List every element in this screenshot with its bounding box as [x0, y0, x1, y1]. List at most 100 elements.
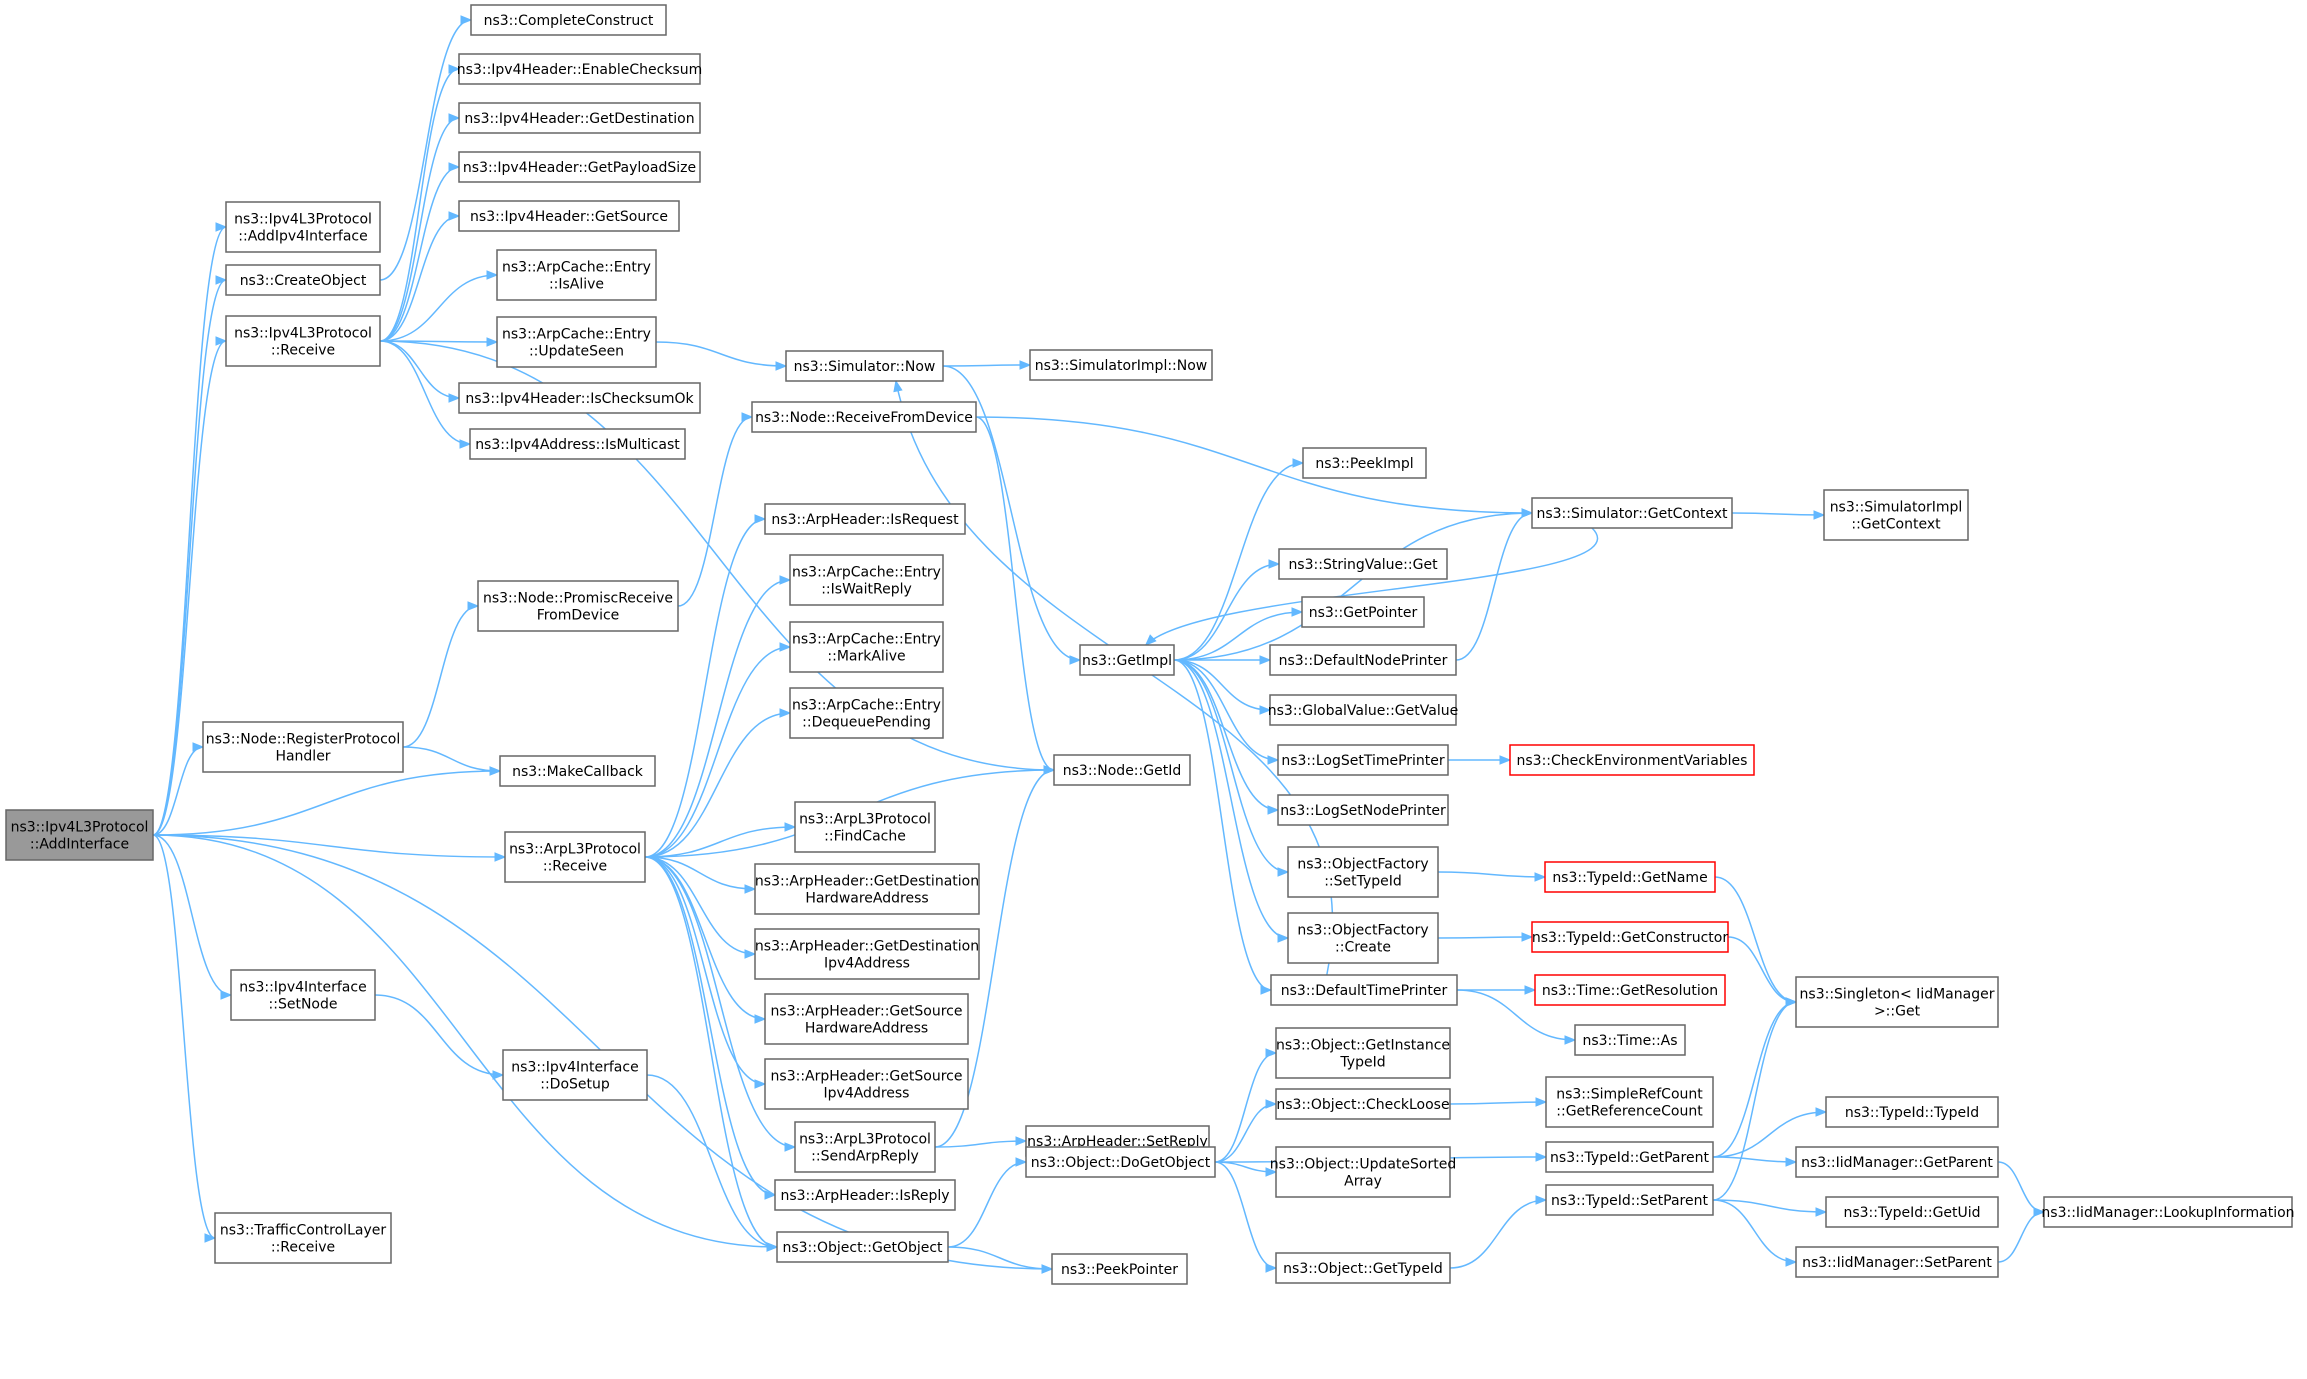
node-check-env-vars[interactable]: ns3::CheckEnvironmentVariables: [1509, 744, 1755, 776]
node-do-setup[interactable]: ns3::Ipv4Interface::DoSetup: [502, 1049, 648, 1101]
node-type-id-type-id[interactable]: ns3::TypeId::TypeId: [1825, 1096, 1999, 1128]
node-mark-alive[interactable]: ns3::ArpCache::Entry::MarkAlive: [789, 621, 944, 673]
edge-line: [1727, 936, 1797, 1003]
node-is-multicast[interactable]: ns3::Ipv4Address::IsMulticast: [469, 428, 686, 460]
node-tclreceive[interactable]: ns3::TrafficControlLayer::Receive: [214, 1212, 392, 1264]
edge-line: [152, 746, 204, 836]
node-label: ::Receive: [543, 859, 607, 875]
node-dequeue-pending[interactable]: ns3::ArpCache::Entry::DequeuePending: [789, 687, 944, 739]
node-ofset-type-id[interactable]: ns3::ObjectFactory::SetTypeId: [1287, 846, 1439, 898]
node-create-object[interactable]: ns3::CreateObject: [225, 264, 381, 296]
node-get-id[interactable]: ns3::Node::GetId: [1053, 754, 1191, 786]
node-box: [458, 200, 680, 232]
edge-line: [1712, 1199, 1827, 1213]
call-edge-DoGetObject-GetInstanceTypeId: [1214, 1048, 1278, 1163]
node-type-id-get-name[interactable]: ns3::TypeId::GetName: [1544, 861, 1716, 893]
edge-arrowhead: [779, 575, 792, 585]
node-get-dest-hw[interactable]: ns3::ArpHeader::GetDestinationHardwareAd…: [754, 863, 980, 915]
node-get-resolution[interactable]: ns3::Time::GetResolution: [1534, 974, 1726, 1006]
node-label: ns3::SimulatorImpl::Now: [1035, 358, 1208, 374]
node-set-node[interactable]: ns3::Ipv4Interface::SetNode: [230, 969, 376, 1021]
node-singleton-get[interactable]: ns3::Singleton< IidManager>::Get: [1795, 976, 1999, 1028]
node-is-alive[interactable]: ns3::ArpCache::Entry::IsAlive: [496, 249, 657, 301]
node-get-payload-size[interactable]: ns3::Ipv4Header::GetPayloadSize: [458, 151, 701, 183]
node-is-wait-reply[interactable]: ns3::ArpCache::Entry::IsWaitReply: [789, 554, 944, 606]
node-iid-set-parent[interactable]: ns3::IidManager::SetParent: [1795, 1246, 1999, 1278]
node-default-node-printer[interactable]: ns3::DefaultNodePrinter: [1269, 644, 1457, 676]
edge-arrowhead: [1069, 655, 1082, 665]
edge-arrowhead: [1265, 1263, 1278, 1273]
node-get-pointer[interactable]: ns3::GetPointer: [1301, 596, 1425, 628]
edge-arrowhead: [744, 949, 757, 959]
node-default-time-printer[interactable]: ns3::DefaultTimePrinter: [1270, 974, 1458, 1006]
node-iid-get-parent[interactable]: ns3::IidManager::GetParent: [1795, 1146, 1999, 1178]
node-add-ipv4-interface[interactable]: ns3::Ipv4L3Protocol::AddIpv4Interface: [225, 201, 381, 253]
node-send-arp-reply[interactable]: ns3::ArpL3Protocol::SendArpReply: [794, 1121, 936, 1173]
node-string-value-get[interactable]: ns3::StringValue::Get: [1278, 548, 1448, 580]
edge-arrowhead: [893, 379, 903, 393]
node-find-cache[interactable]: ns3::ArpL3Protocol::FindCache: [794, 801, 936, 853]
node-log-set-node-printer[interactable]: ns3::LogSetNodePrinter: [1277, 794, 1449, 826]
edge-line: [677, 416, 753, 607]
node-type-id-get-parent[interactable]: ns3::TypeId::GetParent: [1545, 1141, 1714, 1173]
node-label: FromDevice: [537, 608, 620, 624]
node-get-constructor[interactable]: ns3::TypeId::GetConstructor: [1531, 921, 1729, 953]
node-do-get-object[interactable]: ns3::Object::DoGetObject: [1025, 1146, 1216, 1178]
node-type-id-get-uid[interactable]: ns3::TypeId::GetUid: [1825, 1196, 1999, 1228]
node-get-ref-count[interactable]: ns3::SimpleRefCount::GetReferenceCount: [1545, 1076, 1714, 1128]
node-get-dest-ipv4[interactable]: ns3::ArpHeader::GetDestinationIpv4Addres…: [754, 928, 980, 980]
node-get-object[interactable]: ns3::Object::GetObject: [776, 1231, 949, 1263]
call-edge-LogSetTimePrinter-CheckEnvVars: [1447, 755, 1512, 765]
call-nodes: ns3::Ipv4L3Protocol::AddInterfacens3::Ip…: [5, 4, 2295, 1285]
node-box: [1509, 744, 1755, 776]
node-is-request[interactable]: ns3::ArpHeader::IsRequest: [764, 503, 966, 535]
node-label: ns3::StringValue::Get: [1288, 557, 1438, 573]
node-sim-impl-get-context[interactable]: ns3::SimulatorImpl::GetContext: [1823, 489, 1969, 541]
call-edge-GetImpl-DefaultTimePrinter: [1173, 659, 1273, 995]
node-sim-now[interactable]: ns3::Simulator::Now: [785, 350, 944, 382]
node-label: ns3::PeekImpl: [1315, 456, 1413, 472]
node-box: [1277, 794, 1449, 826]
node-complete-construct[interactable]: ns3::CompleteConstruct: [470, 4, 667, 36]
node-lookup-information[interactable]: ns3::IidManager::LookupInformation: [2041, 1196, 2295, 1228]
node-global-get-value[interactable]: ns3::GlobalValue::GetValue: [1268, 694, 1458, 726]
node-arp-receive[interactable]: ns3::ArpL3Protocol::Receive: [504, 831, 646, 883]
call-edge-SimNow-SimImplNow: [942, 360, 1032, 370]
node-get-destination[interactable]: ns3::Ipv4Header::GetDestination: [458, 102, 701, 134]
node-peek-impl[interactable]: ns3::PeekImpl: [1302, 447, 1427, 479]
node-box: [214, 1212, 392, 1264]
node-label: ns3::LogSetNodePrinter: [1280, 803, 1446, 819]
node-label: ns3::DefaultNodePrinter: [1279, 653, 1448, 669]
node-enable-checksum[interactable]: ns3::Ipv4Header::EnableChecksum: [457, 53, 702, 85]
edge-line: [644, 856, 776, 1196]
node-sim-impl-now[interactable]: ns3::SimulatorImpl::Now: [1029, 349, 1213, 381]
node-label: ns3::TypeId::GetName: [1552, 870, 1707, 886]
node-type-id-set-parent[interactable]: ns3::TypeId::SetParent: [1545, 1184, 1714, 1216]
node-is-checksum-ok[interactable]: ns3::Ipv4Header::IsChecksumOk: [458, 382, 701, 414]
node-get-impl[interactable]: ns3::GetImpl: [1079, 644, 1175, 676]
node-check-loose[interactable]: ns3::Object::CheckLoose: [1275, 1088, 1451, 1120]
node-is-reply[interactable]: ns3::ArpHeader::IsReply: [774, 1179, 956, 1211]
node-add-interface[interactable]: ns3::Ipv4L3Protocol::AddInterface: [5, 809, 154, 861]
node-receive-from-device[interactable]: ns3::Node::ReceiveFromDevice: [751, 401, 977, 433]
node-get-source[interactable]: ns3::Ipv4Header::GetSource: [458, 200, 680, 232]
node-box: [496, 249, 657, 301]
node-label: ns3::Ipv4Header::GetDestination: [464, 111, 694, 127]
node-peek-pointer[interactable]: ns3::PeekPointer: [1051, 1253, 1188, 1285]
node-update-seen[interactable]: ns3::ArpCache::Entry::UpdateSeen: [496, 316, 657, 368]
node-make-callback[interactable]: ns3::MakeCallback: [499, 755, 656, 787]
node-box: [496, 316, 657, 368]
node-log-set-time-printer[interactable]: ns3::LogSetTimePrinter: [1277, 744, 1449, 776]
node-time-as[interactable]: ns3::Time::As: [1574, 1024, 1686, 1056]
node-ofcreate[interactable]: ns3::ObjectFactory::Create: [1287, 912, 1439, 964]
node-sim-get-context[interactable]: ns3::Simulator::GetContext: [1531, 497, 1733, 529]
node-ipv4-receive[interactable]: ns3::Ipv4L3Protocol::Receive: [225, 315, 381, 367]
node-box: [794, 1121, 936, 1173]
node-obj-get-type-id[interactable]: ns3::Object::GetTypeId: [1275, 1252, 1451, 1284]
